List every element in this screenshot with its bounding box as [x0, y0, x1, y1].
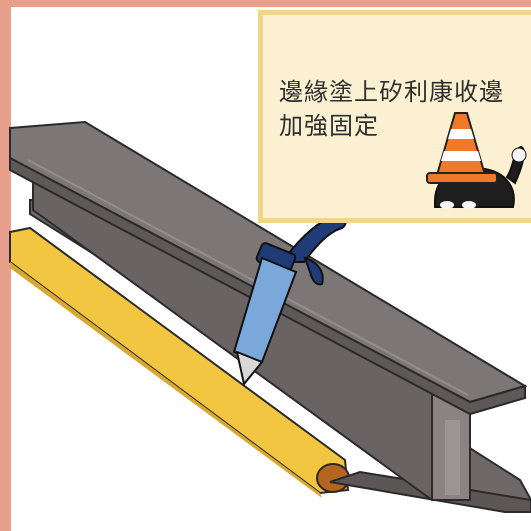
caption-card: 邊緣塗上矽利康收邊 加強固定	[258, 10, 531, 223]
caption-line-2: 加強固定	[279, 112, 379, 140]
traffic-cone-icon	[426, 112, 498, 184]
frame-left-border	[0, 0, 11, 531]
frame-top-border	[0, 0, 531, 7]
mascot-group	[426, 112, 527, 209]
caption-line-1: 邊緣塗上矽利康收邊	[279, 78, 504, 106]
caption-text: 邊緣塗上矽利康收邊 加強固定	[279, 75, 529, 143]
insulation-foam-icon	[9, 226, 350, 498]
